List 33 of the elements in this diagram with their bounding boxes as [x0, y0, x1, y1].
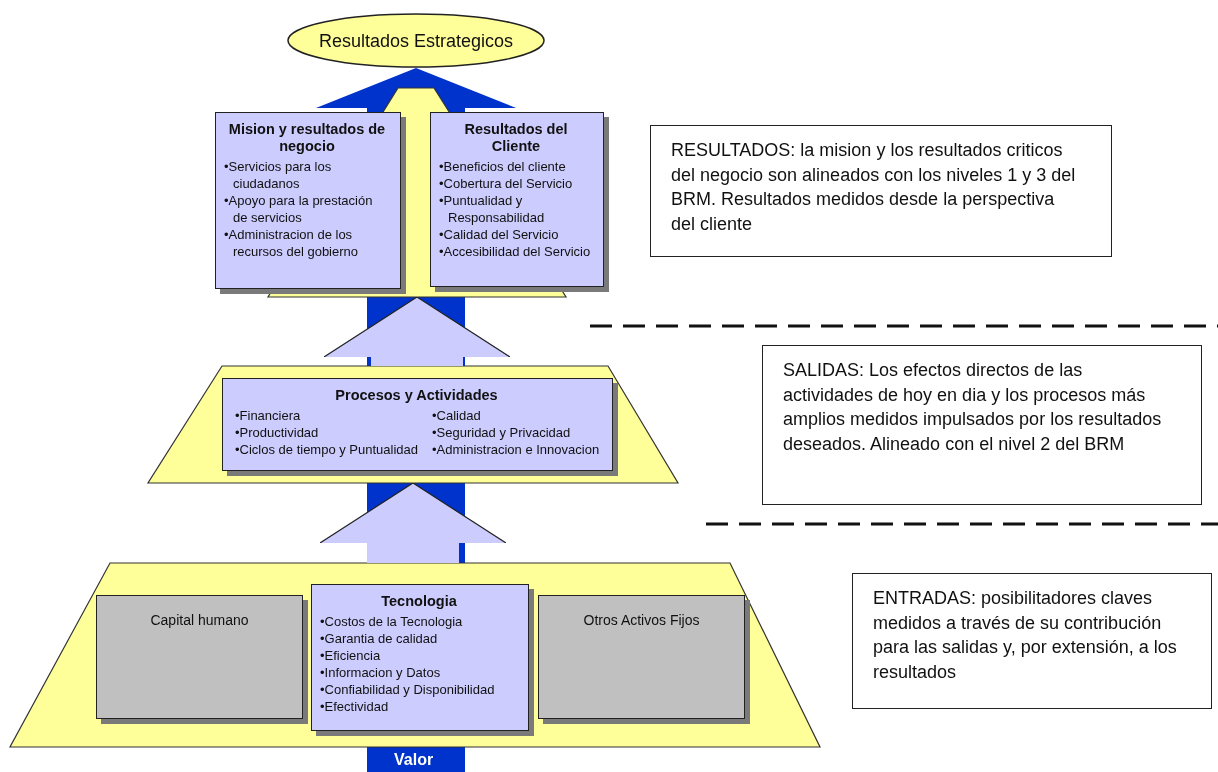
bullet-item: •Confiabilidad y Disponibilidad	[320, 681, 496, 698]
description-text: ENTRADAS: posibilitadores claves medidos a través de su contribución para las salidas y, por extensión, a los resultados	[872, 587, 1178, 684]
bullet-item: •Garantia de calidad	[320, 630, 439, 647]
bullet-item: •Seguridad y Privacidad	[432, 424, 572, 441]
bullet-item: •Apoyo para la prestación de servicios	[224, 192, 374, 226]
bullet-item: •Informacion y Datos	[320, 664, 442, 681]
bullet-item: •Productividad	[235, 424, 320, 441]
bullet-item: •Eficiencia	[320, 647, 382, 664]
bullet-item: •Puntualidad y Responsabilidad	[439, 192, 546, 226]
bullet-item: •Administracion de los recursos del gobierno	[224, 226, 360, 260]
bullet-item: •Cobertura del Servicio	[439, 175, 574, 192]
description-text: SALIDAS: Los efectos directos de las actividades de hoy en dia y los procesos más amplios medidos impulsados por los resultados deseados. Alineado con el nivel 2 del BRM	[782, 359, 1163, 456]
description-text: RESULTADOS: la mision y los resultados criticos del negocio son alineados con los niveles 1 y 3 del BRM. Resultados medidos desde la perspectiva del cliente	[670, 139, 1077, 236]
bullet-item: •Beneficios del cliente	[439, 158, 567, 175]
bullet-item: •Efectividad	[320, 698, 390, 715]
bullet-item: •Costos de la Tecnologia	[320, 613, 464, 630]
bullet-item: •Ciclos de tiempo y Puntualidad	[235, 441, 420, 458]
bullet-item: •Calidad	[432, 407, 482, 424]
box-heading: Mision y resultados de negocio	[227, 121, 387, 155]
bullet-item: •Calidad del Servicio	[439, 226, 560, 243]
box-heading: Procesos y Actividades	[334, 387, 499, 404]
bullet-item: •Accesibilidad del Servicio	[439, 243, 592, 260]
box-heading: Otros Activos Fijos	[582, 612, 701, 628]
flow-arrow	[323, 296, 511, 366]
box-heading: Tecnologia	[380, 593, 458, 610]
flow-arrow	[319, 482, 507, 563]
box-heading: Resultados del Cliente	[463, 121, 569, 155]
bullet-item: •Financiera	[235, 407, 302, 424]
goal-title: Resultados Estrategicos	[317, 30, 515, 51]
bullet-item: •Administracion e Innovacion	[432, 441, 601, 458]
box-heading: Capital humano	[149, 612, 250, 628]
goal-ellipse	[287, 13, 545, 68]
bullet-item: •Servicios para los ciudadanos	[224, 158, 333, 192]
